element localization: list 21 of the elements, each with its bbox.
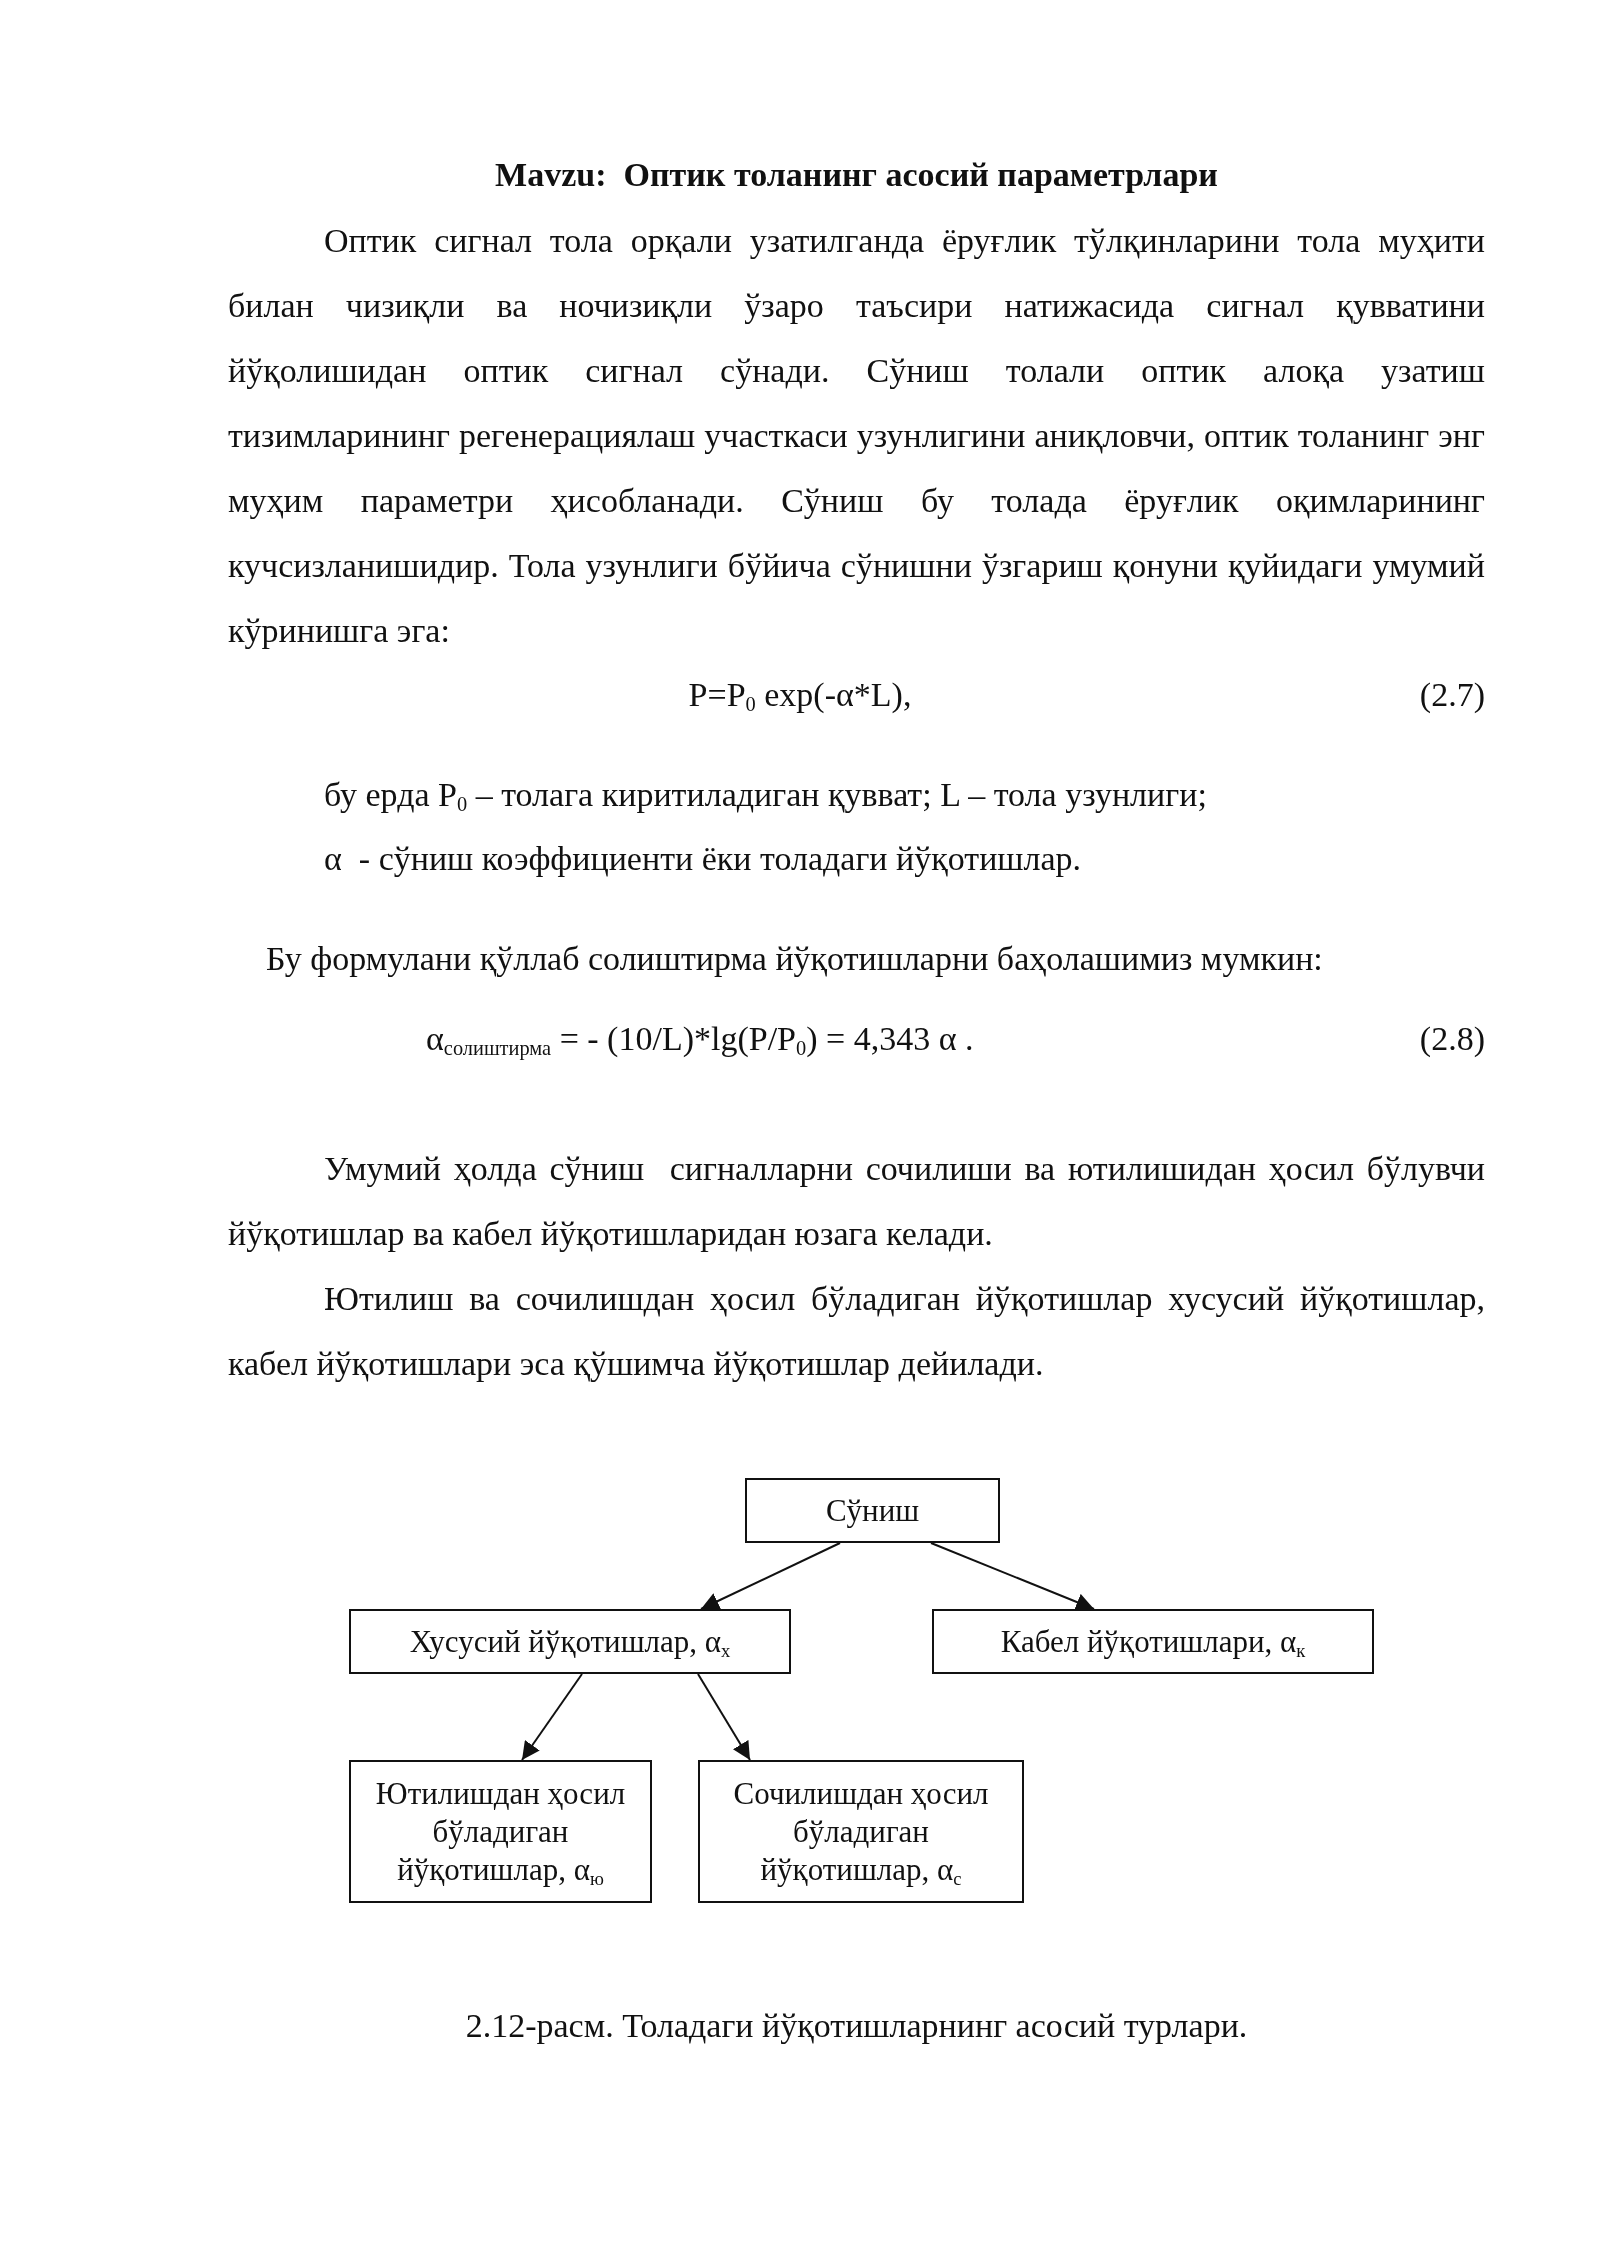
paragraph: Ютилиш ва сочилишдан ҳосил бўладиган йўқотишлар хусусий йўқотишлар, кабел йўқотишлари эса қўшимча йўқотишлар дейилади. xyxy=(228,1279,1485,1384)
arrow xyxy=(697,1673,751,1761)
figure-caption: 2.12-расм. Толадаги йўқотишларнинг асосий турлари. xyxy=(464,2006,1249,2046)
process-box: Ютилишдан ҳосил бўладиган йўқотишлар, α$_{ю}$ xyxy=(349,1760,652,1903)
arrow xyxy=(521,1673,583,1761)
process-box: Сўниш xyxy=(745,1478,1000,1543)
process-box: Хусусий йўқотишлар, α$_{х}$ xyxy=(349,1609,791,1674)
formula: P=P$_{0}$ exp(-α*L), xyxy=(687,675,913,718)
paragraph: Умумий ҳолда сўниш сигналларни сочилиши ва ютилишидан ҳосил бўлувчи йўқотишлар ва кабел йўқотишларидан юзага келади. xyxy=(228,1149,1485,1254)
arrow xyxy=(700,1542,841,1610)
equation-number: (2.7) xyxy=(1418,675,1485,715)
formula: α$_{солиштирма}$ = - (10/L)*lg(P/P$_{0}$) = 4,343 α . xyxy=(426,1019,975,1062)
arrow xyxy=(930,1542,1095,1611)
paragraph: бу ерда P$_{0}$ – толага киритиладиган қувват; L – тола узунлиги; xyxy=(324,775,1208,818)
paragraph: α - сўниш коэффициенти ёки толадаги йўқотишлар. xyxy=(324,839,1083,879)
heading: Mavzu: Оптик толанинг асосий параметрлари xyxy=(494,155,1219,195)
paragraph: Оптик сигнал тола орқали узатилганда ёруғлик тўлқинларини тола муҳити билан чизиқли ва ночизиқли ўзаро таъсири натижасида сигнал қувватини йўқолишидан оптик сигнал сўнади. Сўниш толали оптик алоқа узатиш тизимларининг регенерациялаш участкаси узунлигини аниқловчи, оптик толанинг энг муҳим параметри ҳисобланади. Сўниш бу толада ёруғлик оқимларининг кучсизланишидир. Тола узунлиги бўйича сўнишни ўзгариш қонуни қуйидаги умумий кўринишга эга: xyxy=(228,221,1485,651)
process-box: Кабел йўқотишлари, α$_{к}$ xyxy=(932,1609,1374,1674)
equation-number: (2.8) xyxy=(1418,1019,1485,1059)
process-box: Сочилишдан ҳосил бўладиган йўқотишлар, α$_{с}$ xyxy=(698,1760,1024,1903)
paragraph: Бу формулани қўллаб солиштирма йўқотишларни баҳолашимиз мумкин: xyxy=(266,939,1324,979)
